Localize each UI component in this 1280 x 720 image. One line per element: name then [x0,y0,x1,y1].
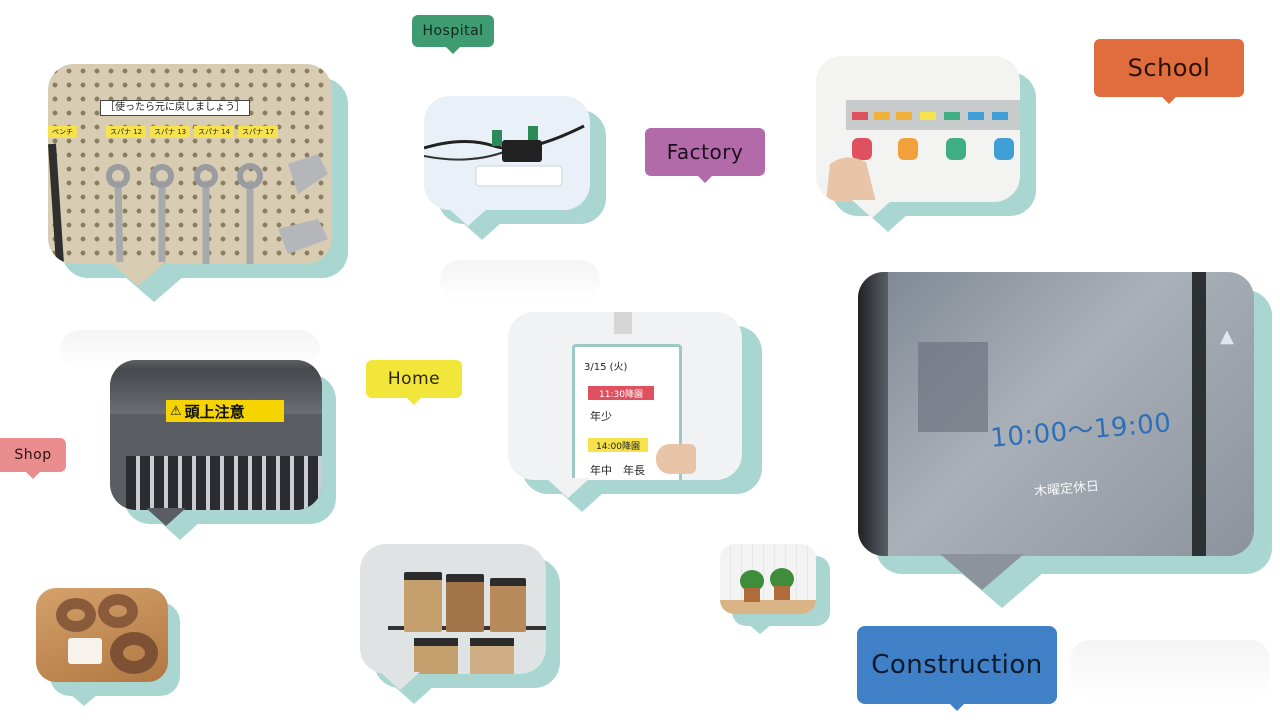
board-row2-time: 14:00降園 [588,438,648,452]
reflection [60,330,320,370]
tools-illustration [48,143,328,264]
label-shop-text: Shop [14,447,52,463]
label-shop[interactable]: Shop [0,438,66,472]
warning-triangle-icon: ⚠ [170,403,182,419]
label-construction-text: Construction [871,650,1043,680]
pegboard-banner: ［使ったら元に戻しましょう］ [100,100,250,116]
warning-triangle-icon: ▲ [1220,326,1234,347]
pegboard-tag: スパナ 13 [150,126,191,138]
power-strip-photo [424,96,590,210]
label-school[interactable]: School [1094,39,1244,97]
reflection [1070,640,1270,700]
pegboard-photo: ［使ったら元に戻しましょう］ ペンチ スパナ 12 スパナ 13 スパナ 14 … [48,64,332,264]
door-hours-text: 10:00～19:00 [989,408,1173,454]
key-rack-photo [816,56,1020,202]
jars-photo [360,544,546,674]
board-row1-time: 11:30降園 [588,386,654,400]
power-strip-illustration [424,124,585,187]
door-closed-text: 木曜定休日 [1033,479,1100,500]
label-construction[interactable]: Construction [857,626,1057,704]
label-hospital-text: Hospital [422,23,484,39]
board-row1-class: 年少 [590,410,612,423]
glass-door-photo: 10:00～19:00 木曜定休日 ▲ [858,272,1254,556]
board-date: 3/15 (火) [584,362,628,373]
caution-sign-photo: ⚠ 頭上注意 [110,360,322,510]
label-home-text: Home [387,369,441,389]
pegboard-tag: スパナ 17 [238,126,279,138]
label-home[interactable]: Home [366,360,462,398]
whiteboard-photo: 3/15 (火) 11:30降園 年少 14:00降園 年中 年長 [508,312,742,480]
board-row2-class: 年中 年長 [590,464,645,477]
plants-photo [720,544,816,614]
pegboard-tag: ペンチ [48,126,77,138]
caution-sign-text: 頭上注意 [184,402,245,421]
label-factory[interactable]: Factory [645,128,765,176]
pegboard-tag: スパナ 14 [194,126,235,138]
reflection [440,260,600,300]
label-hospital[interactable]: Hospital [412,15,494,47]
pegboard-tag: スパナ 12 [106,126,147,138]
donuts-photo [36,588,168,682]
label-school-text: School [1127,54,1211,82]
label-factory-text: Factory [666,140,744,164]
key-rack-illustration [826,100,1020,202]
